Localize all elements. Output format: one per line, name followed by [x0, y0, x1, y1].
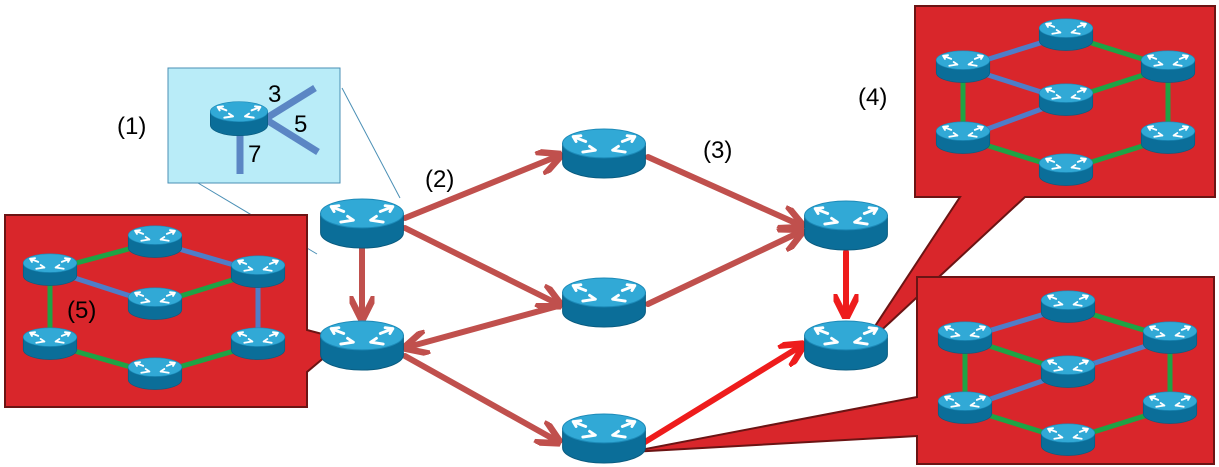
inset-zoom-line [341, 87, 401, 199]
router-icon [1040, 355, 1096, 389]
router-icon [1038, 83, 1094, 117]
arrow-b1-d [645, 154, 800, 225]
router-icon [561, 413, 647, 465]
port-weight-3: 3 [268, 81, 281, 108]
router-icon [22, 327, 78, 361]
arrow-c-b2-bidirectional [408, 303, 561, 347]
callout-left: (5) [4, 214, 348, 408]
router-icon [1038, 18, 1094, 52]
router-icon [319, 320, 405, 372]
arrow-a-b1 [402, 156, 558, 221]
router-icon [22, 253, 78, 287]
arrow-c-b3 [402, 353, 557, 441]
router-port-inset: 3 5 7 [167, 67, 341, 184]
callout-bottom-right [629, 276, 1215, 465]
router-icon [127, 357, 183, 391]
callout-top-right [857, 5, 1216, 353]
router-icon [1142, 321, 1198, 355]
router-icon [319, 198, 405, 250]
router-icon [935, 121, 991, 155]
router-icon [937, 321, 993, 355]
step-label-2: (2) [425, 166, 454, 193]
router-icon [937, 391, 993, 425]
step-label-4: (4) [858, 84, 887, 111]
router-icon [561, 277, 647, 329]
router-icon [1040, 290, 1096, 324]
router-icon [230, 327, 286, 361]
arrow-b2-d [645, 232, 800, 307]
router-icon [127, 287, 183, 321]
router-icon [803, 320, 889, 372]
router-icon [1040, 423, 1096, 457]
port-weight-7: 7 [248, 141, 261, 168]
step-label-3: (3) [703, 137, 732, 164]
router-icon [1140, 121, 1196, 155]
step-label-5: (5) [67, 297, 96, 324]
router-icon [127, 225, 183, 259]
router-icon [1142, 391, 1198, 425]
arrow-b3-e [642, 346, 801, 445]
step-label-1: (1) [117, 113, 146, 140]
port-weight-5: 5 [294, 111, 307, 138]
arrow-a-b2 [402, 225, 558, 304]
router-icon [1038, 153, 1094, 187]
router-icon [230, 255, 286, 289]
main-routers [319, 128, 889, 465]
router-icon [209, 101, 269, 137]
router-icon [803, 200, 889, 252]
router-icon [935, 50, 991, 84]
router-icon [1140, 50, 1196, 84]
flow-arrows [362, 156, 846, 442]
router-icon [561, 128, 647, 180]
